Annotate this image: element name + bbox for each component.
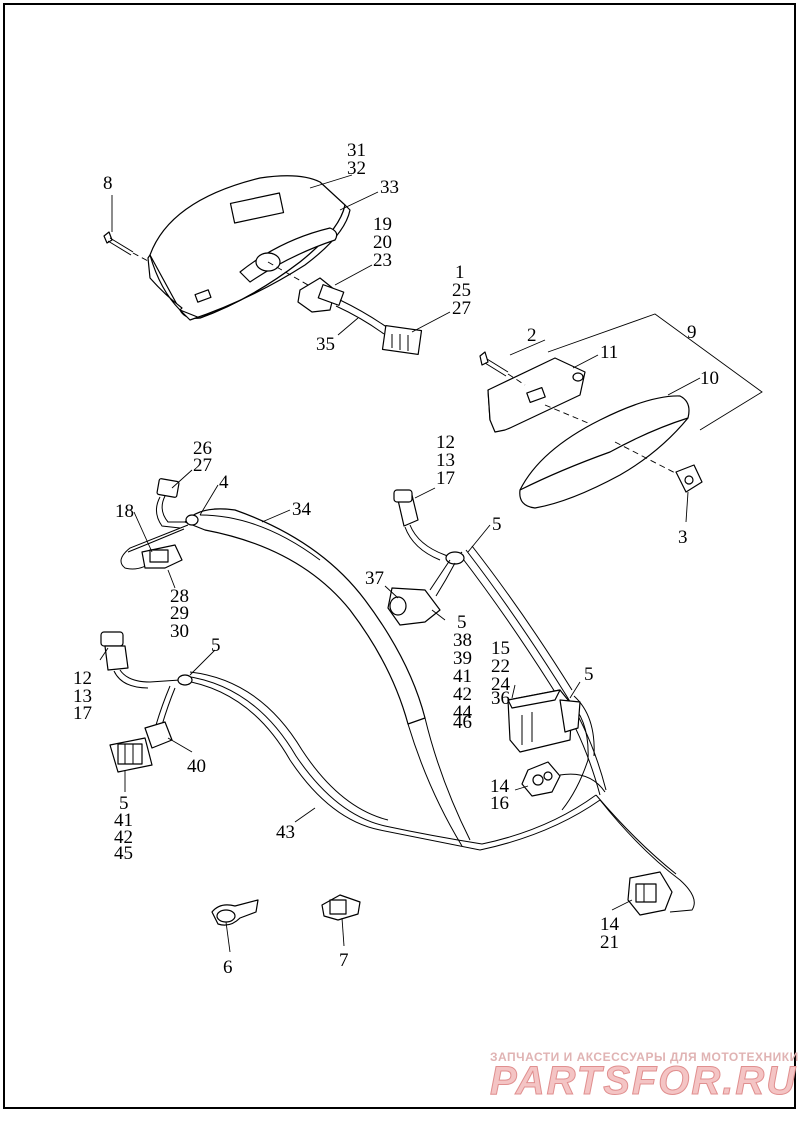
callout-30: 30 (170, 621, 189, 642)
callout-18: 18 (115, 501, 134, 522)
callout-26: 26 (193, 438, 212, 459)
callout-4: 4 (219, 472, 229, 493)
callout-5: 5 (584, 664, 594, 685)
callout-16: 16 (490, 793, 509, 814)
callout-5: 5 (119, 793, 129, 814)
callout-35: 35 (316, 334, 335, 355)
callout-29: 29 (170, 603, 189, 624)
callout-7: 7 (339, 950, 349, 971)
callout-33: 33 (380, 177, 399, 198)
callout-32: 32 (347, 158, 366, 179)
connector-14-21 (627, 871, 673, 916)
callout-20: 20 (373, 232, 392, 253)
callout-27: 27 (193, 455, 212, 476)
callout-24: 24 (491, 674, 511, 695)
callout-46: 46 (453, 712, 472, 733)
callout-28: 28 (170, 586, 189, 607)
callout-41: 41 (114, 810, 133, 831)
callout-15: 15 (491, 638, 510, 659)
callout-12: 12 (436, 432, 455, 453)
callout-13: 13 (73, 686, 92, 707)
watermark: ЗАПЧАСТИ И АКСЕССУАРЫ ДЛЯ МОТОТЕХНИКИ PA… (490, 1050, 799, 1104)
callout-5: 5 (211, 635, 221, 656)
tail-lamp-assembly (147, 175, 351, 321)
callout-42: 42 (114, 827, 133, 848)
callout-1: 1 (455, 262, 465, 283)
callout-37: 37 (365, 568, 384, 589)
callout-6: 6 (223, 957, 233, 978)
watermark-subtitle: ЗАПЧАСТИ И АКСЕССУАРЫ ДЛЯ МОТОТЕХНИКИ (490, 1050, 799, 1064)
harness-43 (179, 545, 695, 913)
callout-22: 22 (491, 656, 510, 677)
callout-5: 5 (457, 612, 467, 633)
callout-44: 44 (453, 702, 473, 723)
callout-34: 34 (292, 499, 312, 520)
callout-39: 39 (453, 648, 472, 669)
callout-40: 40 (187, 756, 206, 777)
callout-10: 10 (700, 368, 719, 389)
callout-31: 31 (347, 140, 366, 161)
callout-labels: 31 32 33 8 19 20 23 1 25 27 35 2 9 11 10… (73, 140, 719, 978)
callout-23: 23 (373, 250, 392, 271)
callout-2: 2 (527, 325, 537, 346)
callout-13: 13 (436, 450, 455, 471)
leader-lines (99, 174, 701, 953)
callout-14: 14 (490, 776, 510, 797)
connector-36 (507, 689, 581, 753)
watermark-brand: PARTSFOR.RU (490, 1059, 797, 1103)
callout-17: 17 (73, 703, 92, 724)
callout-5: 5 (492, 514, 502, 535)
callout-41: 41 (453, 666, 472, 687)
callout-8: 8 (103, 173, 113, 194)
callout-14: 14 (600, 914, 620, 935)
callout-9: 9 (687, 322, 697, 343)
callout-19: 19 (373, 214, 392, 235)
screw-8 (103, 231, 151, 263)
callout-27: 27 (452, 298, 471, 319)
harness-34 (184, 508, 426, 725)
callout-3: 3 (678, 527, 688, 548)
clip-6 (211, 899, 259, 926)
lamp-connector-35 (267, 261, 423, 355)
harness-upper-branch (387, 489, 465, 626)
callout-12: 12 (73, 668, 92, 689)
callout-9-bracket (547, 313, 763, 431)
callout-42: 42 (453, 684, 472, 705)
callout-45: 45 (114, 843, 133, 864)
callout-25: 25 (452, 280, 471, 301)
diagram-frame (3, 3, 796, 1109)
callout-43: 43 (276, 822, 295, 843)
callout-36: 36 (491, 688, 510, 709)
harness-tail-branch (120, 478, 199, 570)
callout-38: 38 (453, 630, 472, 651)
marker-lamp-assembly (479, 351, 703, 509)
harness-left-branch (100, 631, 193, 773)
callout-11: 11 (600, 342, 618, 363)
connector-14-16 (521, 761, 561, 797)
clip-7 (321, 894, 361, 921)
callout-17: 17 (436, 468, 455, 489)
callout-21: 21 (600, 932, 619, 953)
